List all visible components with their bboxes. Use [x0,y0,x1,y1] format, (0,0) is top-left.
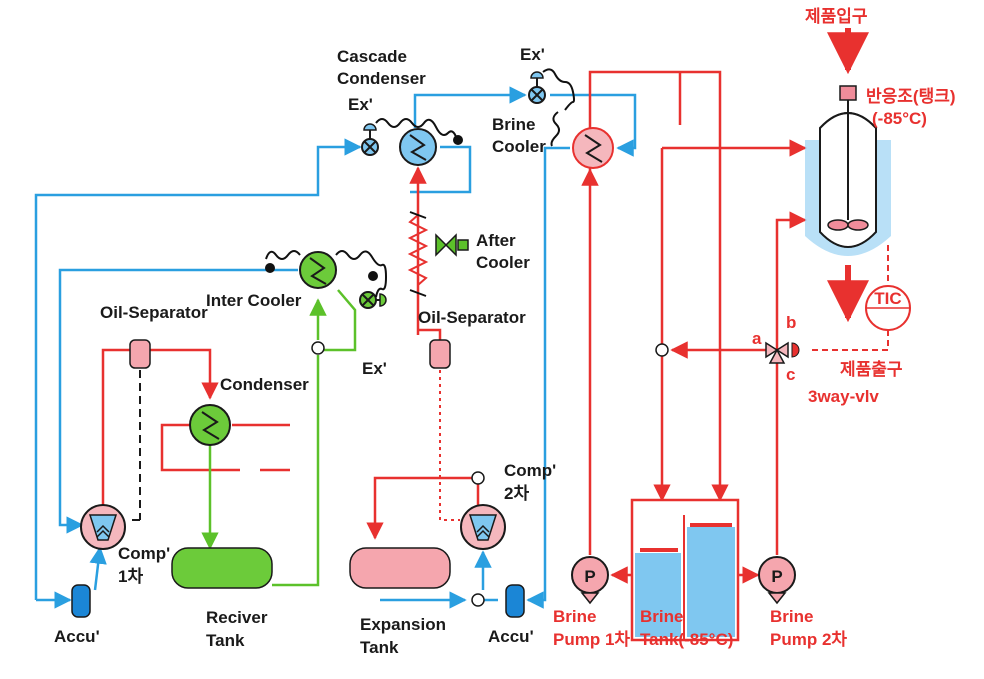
brine-cooler [572,127,614,169]
port-c-label: c [786,365,795,384]
brine-tank-label-2: Tank(-85°C) [640,630,733,649]
accumulator-right [505,584,525,618]
expansion-tank-label-2: Tank [360,638,399,657]
brine-pump2-label-1: Brine [770,607,813,626]
oil-separator-right-label: Oil-Separator [418,308,526,327]
compressor-2 [460,504,506,550]
after-cooler-label-1: After [476,231,516,250]
ex-brine-label: Ex' [520,45,545,64]
expansion-valve-cascade [361,123,379,156]
high-stage-piping [101,28,889,584]
comp1-label-2: 1차 [118,567,143,586]
brine-pump-2 [758,556,796,605]
pump2-symbol: P [771,567,782,586]
brine-pump1-label-1: Brine [553,607,596,626]
product-outlet-label: 제품출구 [840,360,903,379]
ex-cascade-label: Ex' [348,95,373,114]
brine-pump-1 [571,556,609,605]
receiver-tank-label-2: Tank [206,631,245,650]
comp2-label-2: 2차 [504,484,529,503]
condenser-label: Condenser [220,375,309,394]
capillary-coils [265,68,575,298]
expansion-tank [349,547,451,589]
cascade-condenser-label-2: Condenser [337,69,426,88]
brine-cooler-label-1: Brine [492,115,535,134]
receiver-tank [171,547,273,589]
condenser [189,404,231,446]
oil-separator-left-label: Oil-Separator [100,303,208,322]
expansion-tank-label-1: Expansion [360,615,446,634]
low-stage-piping [34,86,637,609]
oil-separator-right [429,339,451,369]
accu-right-label: Accu' [488,627,534,646]
cascade-condenser [399,128,437,166]
accu-left-label: Accu' [54,627,100,646]
expansion-valve-brine [528,71,546,104]
temperature-indicator-controller [865,285,911,331]
inter-cooler-label: Inter Cooler [206,291,302,310]
port-a-label: a [752,329,762,348]
junction-points [311,341,669,607]
comp1-label-1: Comp' [118,544,170,563]
condenser-piping [201,289,357,587]
tic-label: TIC [874,289,901,308]
reactor-label-2: (-85°C) [872,109,927,128]
after-cooler [407,211,469,297]
cascade-condenser-label-1: Cascade [337,47,407,66]
three-way-valve-label: 3way-vlv [808,387,879,406]
brine-tank [630,498,740,642]
inter-cooler [299,251,337,289]
compressor-1 [80,504,126,550]
after-cooler-label-2: Cooler [476,253,530,272]
oil-separator-left [128,339,151,521]
brine-pump1-label-2: Pump 1차 [553,630,630,649]
three-way-valve [765,341,800,364]
product-inlet-label: 제품입구 [805,7,868,26]
accumulator-left [71,584,91,618]
comp2-label-1: Comp' [504,461,556,480]
reactor-label-1: 반응조(탱크) [866,87,956,106]
ex-inter-label: Ex' [362,359,387,378]
expansion-valve-inter [359,291,387,309]
receiver-tank-label-1: Reciver [206,608,268,627]
brine-pump2-label-2: Pump 2차 [770,630,847,649]
pump1-symbol: P [584,567,595,586]
reactor-tank [805,85,891,256]
brine-cooler-label-2: Cooler [492,137,546,156]
port-b-label: b [786,313,796,332]
brine-tank-label-1: Brine [640,607,683,626]
